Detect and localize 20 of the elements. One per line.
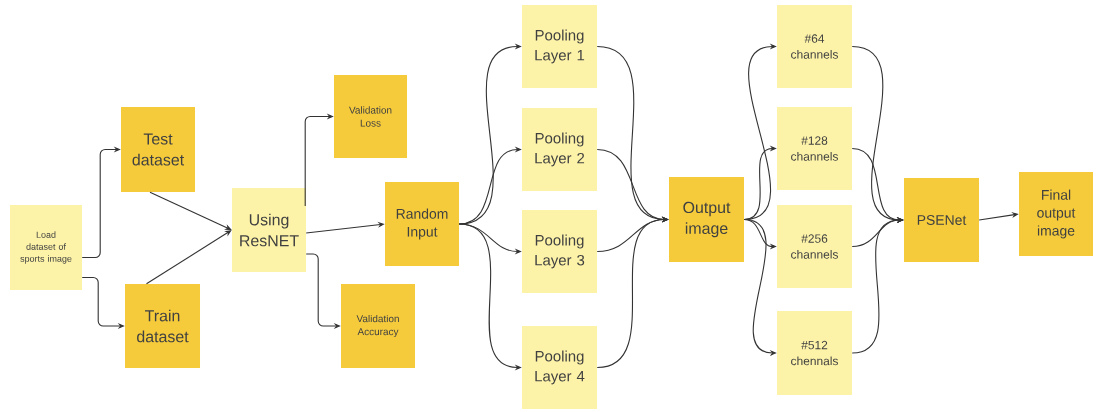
sticky-note: Train dataset bbox=[125, 284, 200, 368]
sticky-note: Pooling Layer 3 bbox=[522, 210, 597, 293]
sticky-note: #64 channels bbox=[777, 5, 852, 88]
sticky-note: Output image bbox=[669, 177, 744, 262]
arrow bbox=[145, 230, 232, 285]
sticky-note: Validation Accuracy bbox=[341, 284, 415, 368]
sticky-note: Test dataset bbox=[121, 107, 195, 192]
sticky-note: Load dataset of sports image bbox=[10, 205, 82, 290]
sticky-note: Final output image bbox=[1019, 172, 1093, 256]
sticky-note: Validation Loss bbox=[334, 75, 407, 158]
sticky-note: Pooling Layer 1 bbox=[522, 5, 597, 88]
sticky-note: #128 channels bbox=[777, 107, 852, 190]
sticky-note: Pooling Layer 2 bbox=[522, 108, 597, 191]
sticky-note: #256 channels bbox=[777, 205, 852, 288]
sticky-note: PSENet bbox=[904, 178, 979, 262]
sticky-note: #512 chennals bbox=[777, 311, 852, 395]
sticky-note: Random Input bbox=[385, 182, 459, 266]
sticky-note: Using ResNET bbox=[232, 188, 306, 272]
arrow bbox=[149, 191, 232, 230]
sticky-note: Pooling Layer 4 bbox=[522, 326, 597, 409]
